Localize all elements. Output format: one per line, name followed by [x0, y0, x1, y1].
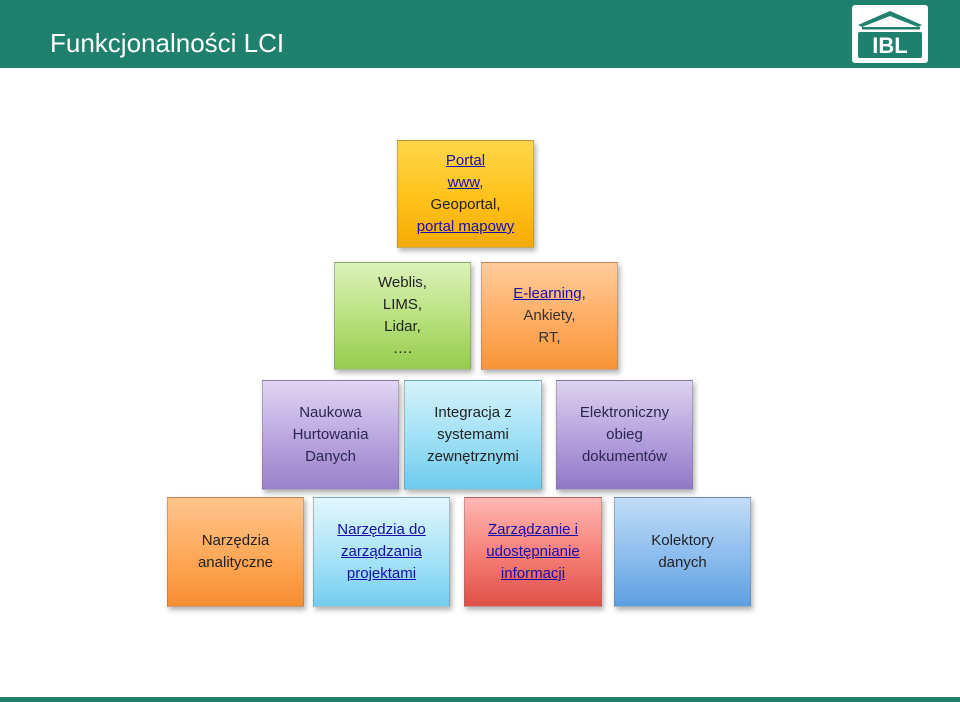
box-weblis: Weblis, LIMS, Lidar, ….: [334, 262, 471, 370]
text-obieg: obieg: [606, 426, 643, 443]
text-integracja: Integracja z: [434, 404, 512, 421]
box-elearning: E-learning, Ankiety, RT,: [481, 262, 618, 370]
link-udostepnianie[interactable]: udostępnianie: [486, 543, 580, 560]
box-zarzadzanie-informacji: Zarządzanie i udostępnianie informacji: [464, 497, 602, 607]
comma: ,: [581, 285, 586, 302]
text-elektroniczny: Elektroniczny: [579, 404, 670, 421]
link-narzedzia-do[interactable]: Narzędzia do: [337, 521, 426, 538]
link-elearning[interactable]: E-learning: [513, 285, 582, 302]
header-bar: Funkcjonalności LCI IBL: [0, 0, 960, 68]
text-weblis: Weblis,: [378, 274, 427, 291]
link-projektami[interactable]: projektami: [346, 565, 417, 582]
footer-line: [0, 697, 960, 702]
text-narzedzia: Narzędzia: [201, 532, 270, 549]
text-systemami: systemami: [437, 426, 509, 443]
text-dokumentow: dokumentów: [581, 448, 668, 465]
text-danych: Danych: [305, 448, 356, 465]
text-naukowa: Naukowa: [299, 404, 362, 421]
text-kolektory: Kolektory: [651, 532, 714, 549]
text-lims: LIMS,: [382, 296, 423, 313]
text-danych: danych: [658, 554, 707, 571]
link-portal[interactable]: Portal: [445, 152, 486, 169]
link-portal-mapowy[interactable]: portal mapowy: [416, 218, 515, 235]
text-geoportal: Geoportal,: [430, 196, 501, 213]
box-narzedzia-analityczne: Narzędzia analityczne: [167, 497, 304, 607]
logo-text: IBL: [872, 33, 907, 58]
box-integracja: Integracja z systemami zewnętrznymi: [404, 380, 542, 490]
text-ellipsis: ….: [392, 340, 413, 357]
link-www[interactable]: www: [447, 174, 480, 191]
comma: ,: [479, 174, 484, 191]
text-hurtowania: Hurtowania: [292, 426, 369, 443]
text-ankiety: Ankiety,: [523, 307, 576, 324]
link-informacji[interactable]: informacji: [500, 565, 566, 582]
text-rt: RT,: [538, 329, 561, 346]
link-zarzadzanie[interactable]: Zarządzanie i: [487, 521, 579, 538]
ibl-logo: IBL: [852, 5, 928, 63]
text-analityczne: analityczne: [197, 554, 274, 571]
box-kolektory-danych: Kolektory danych: [614, 497, 751, 607]
box-portal: Portal www, Geoportal, portal mapowy: [397, 140, 534, 248]
text-lidar: Lidar,: [384, 318, 421, 335]
box-naukowa-hurtownia: Naukowa Hurtowania Danych: [262, 380, 399, 490]
box-elektroniczny-obieg: Elektroniczny obieg dokumentów: [556, 380, 693, 490]
page-title: Funkcjonalności LCI: [50, 28, 285, 58]
text-zewnetrznymi: zewnętrznymi: [427, 448, 519, 465]
box-narzedzia-projekty: Narzędzia do zarządzania projektami: [313, 497, 450, 607]
link-zarzadzania[interactable]: zarządzania: [341, 543, 422, 560]
